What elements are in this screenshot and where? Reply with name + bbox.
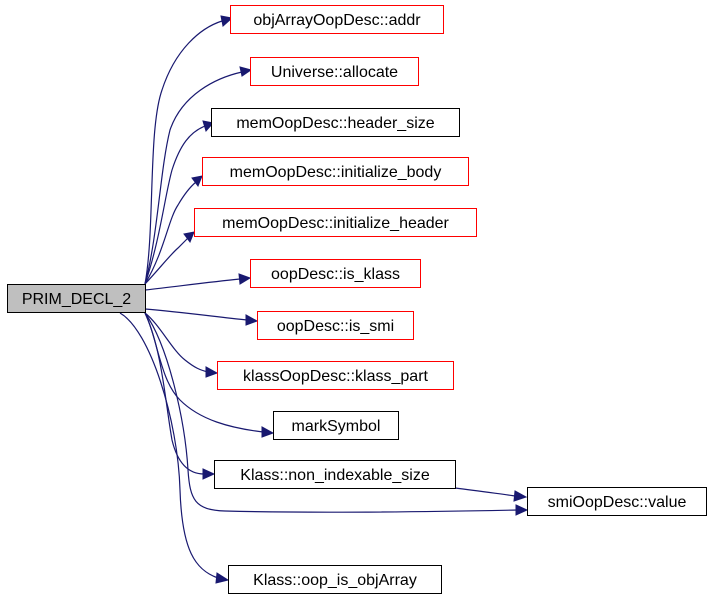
node-initialize-body[interactable]: memOopDesc::initialize_body <box>202 157 469 186</box>
node-initialize-body-label: memOopDesc::initialize_body <box>230 164 442 181</box>
edge-root-to-oop-is-objarray <box>119 312 230 584</box>
node-header-size-label: memOopDesc::header_size <box>236 115 434 132</box>
graph-edges <box>119 15 529 584</box>
edge-root-to-initialize-header <box>144 231 195 285</box>
node-oop-is-objarray-label: Klass::oop_is_objArray <box>253 572 417 589</box>
edge-non-indexable-size-to-smi-value <box>454 487 528 502</box>
node-smi-value-label: smiOopDesc::value <box>548 494 687 511</box>
edge-root-to-allocate <box>144 66 253 285</box>
edge-root-to-smi-value <box>144 312 529 516</box>
node-header-size[interactable]: memOopDesc::header_size <box>211 108 460 137</box>
node-root[interactable]: PRIM_DECL_2 <box>7 284 146 313</box>
edge-root-to-is-smi <box>144 308 259 326</box>
node-klass-part-label: klassOopDesc::klass_part <box>243 368 429 385</box>
node-initialize-header-label: memOopDesc::initialize_header <box>222 215 449 232</box>
edge-root-to-addr <box>144 15 234 285</box>
node-is-smi[interactable]: oopDesc::is_smi <box>257 311 414 340</box>
node-non-indexable-size[interactable]: Klass::non_indexable_size <box>214 460 456 489</box>
edge-root-to-initialize-body <box>144 175 203 285</box>
node-root-label: PRIM_DECL_2 <box>22 291 131 308</box>
edge-root-to-non-indexable-size <box>144 312 216 480</box>
node-is-klass[interactable]: oopDesc::is_klass <box>250 259 421 288</box>
node-addr[interactable]: objArrayOopDesc::addr <box>230 5 444 34</box>
node-marksymbol[interactable]: markSymbol <box>273 411 399 440</box>
node-non-indexable-size-label: Klass::non_indexable_size <box>240 467 430 484</box>
node-is-klass-label: oopDesc::is_klass <box>271 266 400 283</box>
node-klass-part[interactable]: klassOopDesc::klass_part <box>217 361 454 390</box>
edge-root-to-header-size <box>144 120 214 285</box>
node-addr-label: objArrayOopDesc::addr <box>253 12 421 29</box>
node-smi-value[interactable]: smiOopDesc::value <box>527 487 707 516</box>
edge-root-to-klass-part <box>144 312 219 378</box>
node-is-smi-label: oopDesc::is_smi <box>277 318 394 335</box>
edge-root-to-is-klass <box>144 273 252 291</box>
node-initialize-header[interactable]: memOopDesc::initialize_header <box>194 208 477 237</box>
node-oop-is-objarray[interactable]: Klass::oop_is_objArray <box>228 565 442 594</box>
node-allocate[interactable]: Universe::allocate <box>250 57 419 86</box>
node-allocate-label: Universe::allocate <box>271 64 398 81</box>
node-marksymbol-label: markSymbol <box>292 418 381 435</box>
